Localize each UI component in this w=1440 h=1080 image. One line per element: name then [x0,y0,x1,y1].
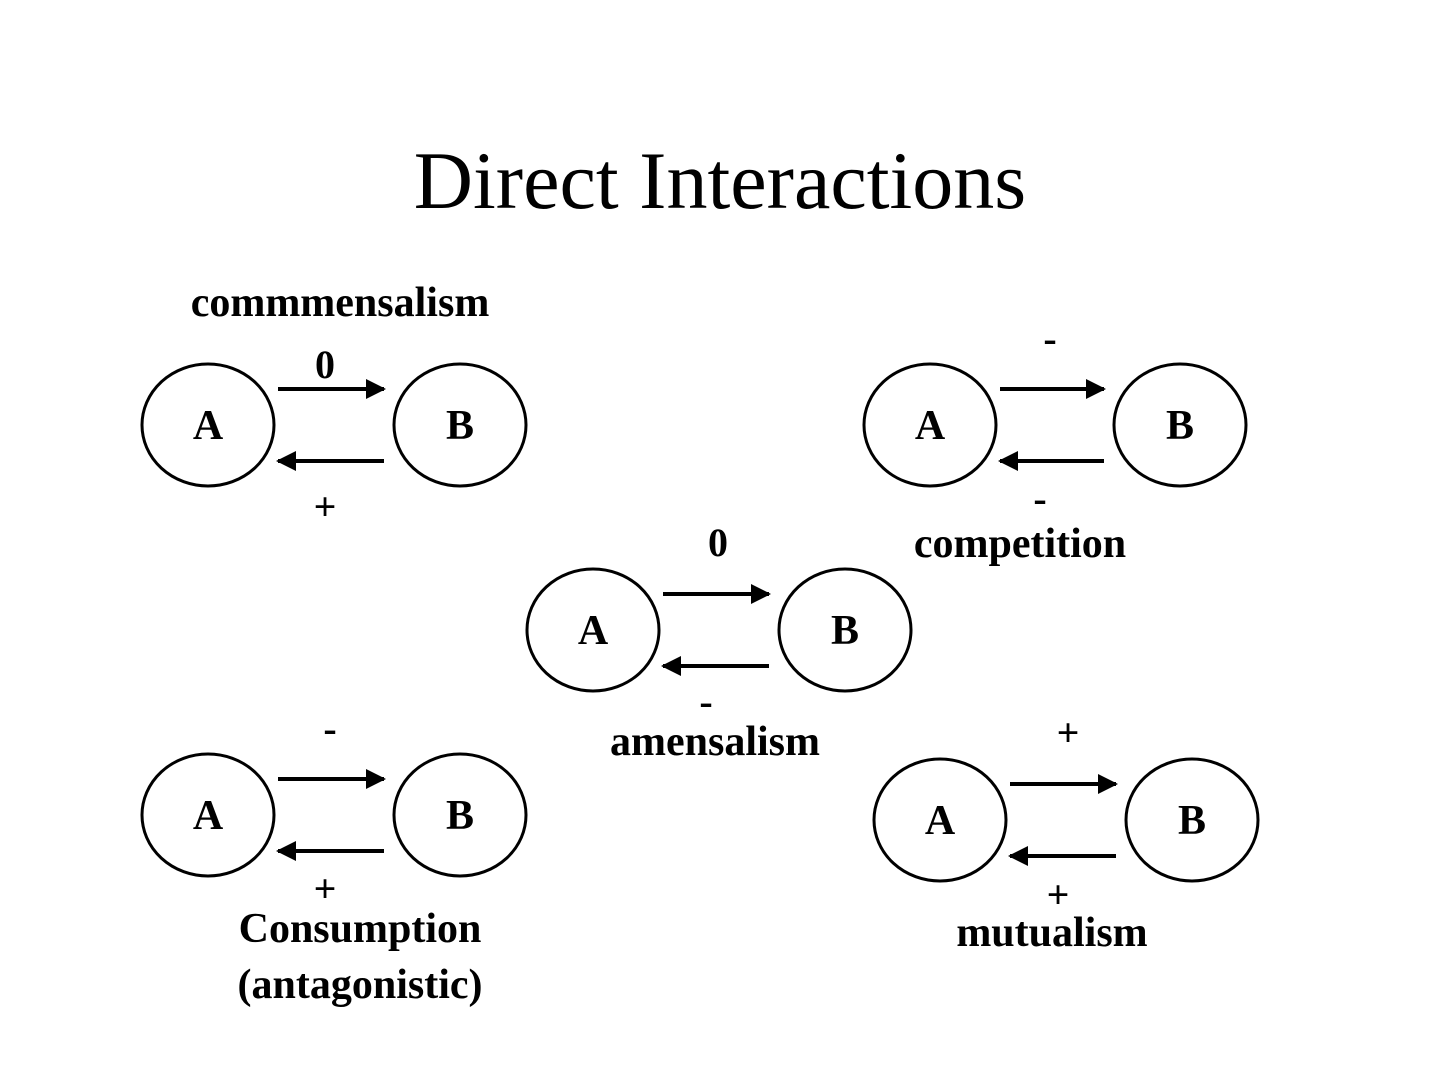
node-b-circle [1112,362,1248,488]
effect-on-a-sign: + [314,484,337,529]
effect-on-a-sign: - [1033,476,1046,521]
node-a-circle [525,567,661,693]
interaction-amensalism: A B 0 -amensalism [525,520,913,765]
effect-on-b-sign: - [1043,316,1056,361]
interaction-name: commmensalism [191,280,490,326]
interaction-consumption: A B - +Consumption (antagonistic) [140,706,528,1008]
effect-on-b-sign: - [323,706,336,751]
node-b-label: B [1178,798,1206,844]
node-b-circle [392,362,528,488]
interaction-name: competition [914,521,1126,567]
effect-on-b-sign: + [1057,710,1080,755]
effect-on-a-sign: + [1047,872,1070,917]
node-b-circle [777,567,913,693]
interaction-commensalism: A B 0 + commmensalism [140,280,528,529]
node-b-label: B [446,403,474,449]
node-a-circle [140,362,276,488]
node-a-label: A [193,403,224,449]
node-b-label: B [446,793,474,839]
effect-on-a-sign: - [699,679,712,724]
effect-on-a-sign: + [314,866,337,911]
interaction-name: Consumption [239,906,482,952]
interaction-name: amensalism [610,719,820,765]
node-b-circle [1124,757,1260,883]
node-a-circle [872,757,1008,883]
interaction-name-line2: (antagonistic) [238,962,483,1008]
node-a-label: A [925,798,956,844]
node-a-label: A [915,403,946,449]
node-a-label: A [193,793,224,839]
slide-title: Direct Interactions [413,135,1027,226]
node-b-label: B [1166,403,1194,449]
effect-on-b-sign: 0 [708,520,728,565]
node-a-label: A [578,608,609,654]
node-a-circle [862,362,998,488]
node-b-circle [392,752,528,878]
interaction-name: mutualism [956,910,1147,956]
node-a-circle [140,752,276,878]
node-b-label: B [831,608,859,654]
effect-on-b-sign: 0 [315,342,335,387]
